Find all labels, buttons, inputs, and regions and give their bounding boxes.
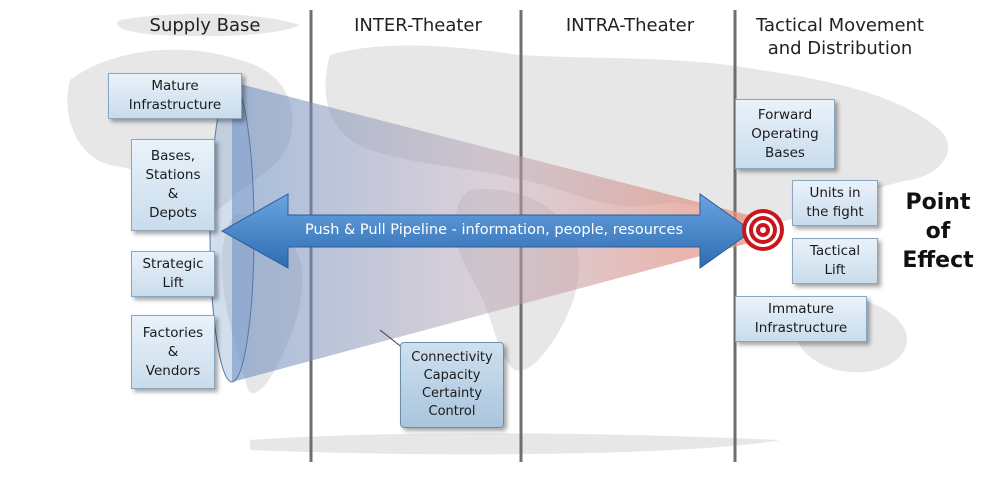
box-text: Immature bbox=[768, 301, 834, 317]
target-icon bbox=[742, 209, 784, 251]
header-tactical-line-2: and Distribution bbox=[767, 38, 913, 59]
box-text: Forward bbox=[757, 106, 813, 123]
point-of-effect-label: Point of Effect bbox=[882, 188, 994, 275]
box-units-in-the-fight: Units in the fight bbox=[792, 180, 878, 226]
box-factories-vendors: Factories & Vendors bbox=[131, 315, 215, 389]
box-forward-operating-bases: Forward Operating Bases bbox=[735, 99, 835, 169]
header-supply-base: Supply Base bbox=[149, 15, 261, 36]
callout-text: Certainty bbox=[421, 386, 483, 401]
box-bases-stations-depots: Bases, Stations & Depots bbox=[131, 139, 215, 231]
box-tactical-lift: Tactical Lift bbox=[792, 238, 878, 284]
point-of-effect-line: Effect bbox=[902, 248, 974, 273]
box-text: Factories bbox=[142, 324, 204, 341]
box-text: Infrastructure bbox=[754, 320, 848, 336]
box-text: Units in bbox=[809, 185, 861, 201]
box-text: Tactical bbox=[809, 243, 861, 259]
box-text: Infrastructure bbox=[128, 97, 222, 113]
box-strategic-lift: Strategic Lift bbox=[131, 251, 215, 297]
header-intra-theater: INTRA-Theater bbox=[565, 15, 695, 36]
callout-text: Connectivity bbox=[411, 350, 493, 365]
header-tactical-line-1: Tactical Movement bbox=[756, 15, 924, 36]
box-text: Bases, bbox=[150, 148, 196, 164]
box-text: Strategic bbox=[142, 256, 204, 272]
header-tactical-movement: Tactical Movement and Distribution bbox=[742, 14, 938, 60]
box-text: Stations bbox=[145, 167, 201, 183]
point-of-effect-line: of bbox=[925, 219, 951, 244]
box-text: & bbox=[167, 186, 179, 202]
box-mature-infrastructure: Mature Infrastructure bbox=[108, 73, 242, 119]
box-text: & bbox=[167, 343, 179, 360]
box-text: Bases bbox=[765, 144, 805, 161]
pipeline-label: Push & Pull Pipeline - information, peop… bbox=[304, 222, 684, 238]
box-text: Vendors bbox=[145, 362, 201, 379]
header-inter-theater: INTER-Theater bbox=[354, 15, 482, 36]
box-text: Depots bbox=[149, 205, 197, 221]
box-text: Operating bbox=[751, 125, 819, 142]
callout-text: Control bbox=[428, 404, 476, 419]
box-text: Lift bbox=[162, 275, 184, 291]
box-text: Lift bbox=[824, 262, 846, 278]
box-immature-infrastructure: Immature Infrastructure bbox=[735, 296, 867, 342]
callout-connectivity: Connectivity Capacity Certainty Control bbox=[400, 342, 504, 428]
point-of-effect-line: Point bbox=[905, 190, 971, 215]
callout-text: Capacity bbox=[423, 368, 481, 383]
box-text: Mature bbox=[151, 78, 199, 94]
box-text: the fight bbox=[806, 204, 864, 220]
